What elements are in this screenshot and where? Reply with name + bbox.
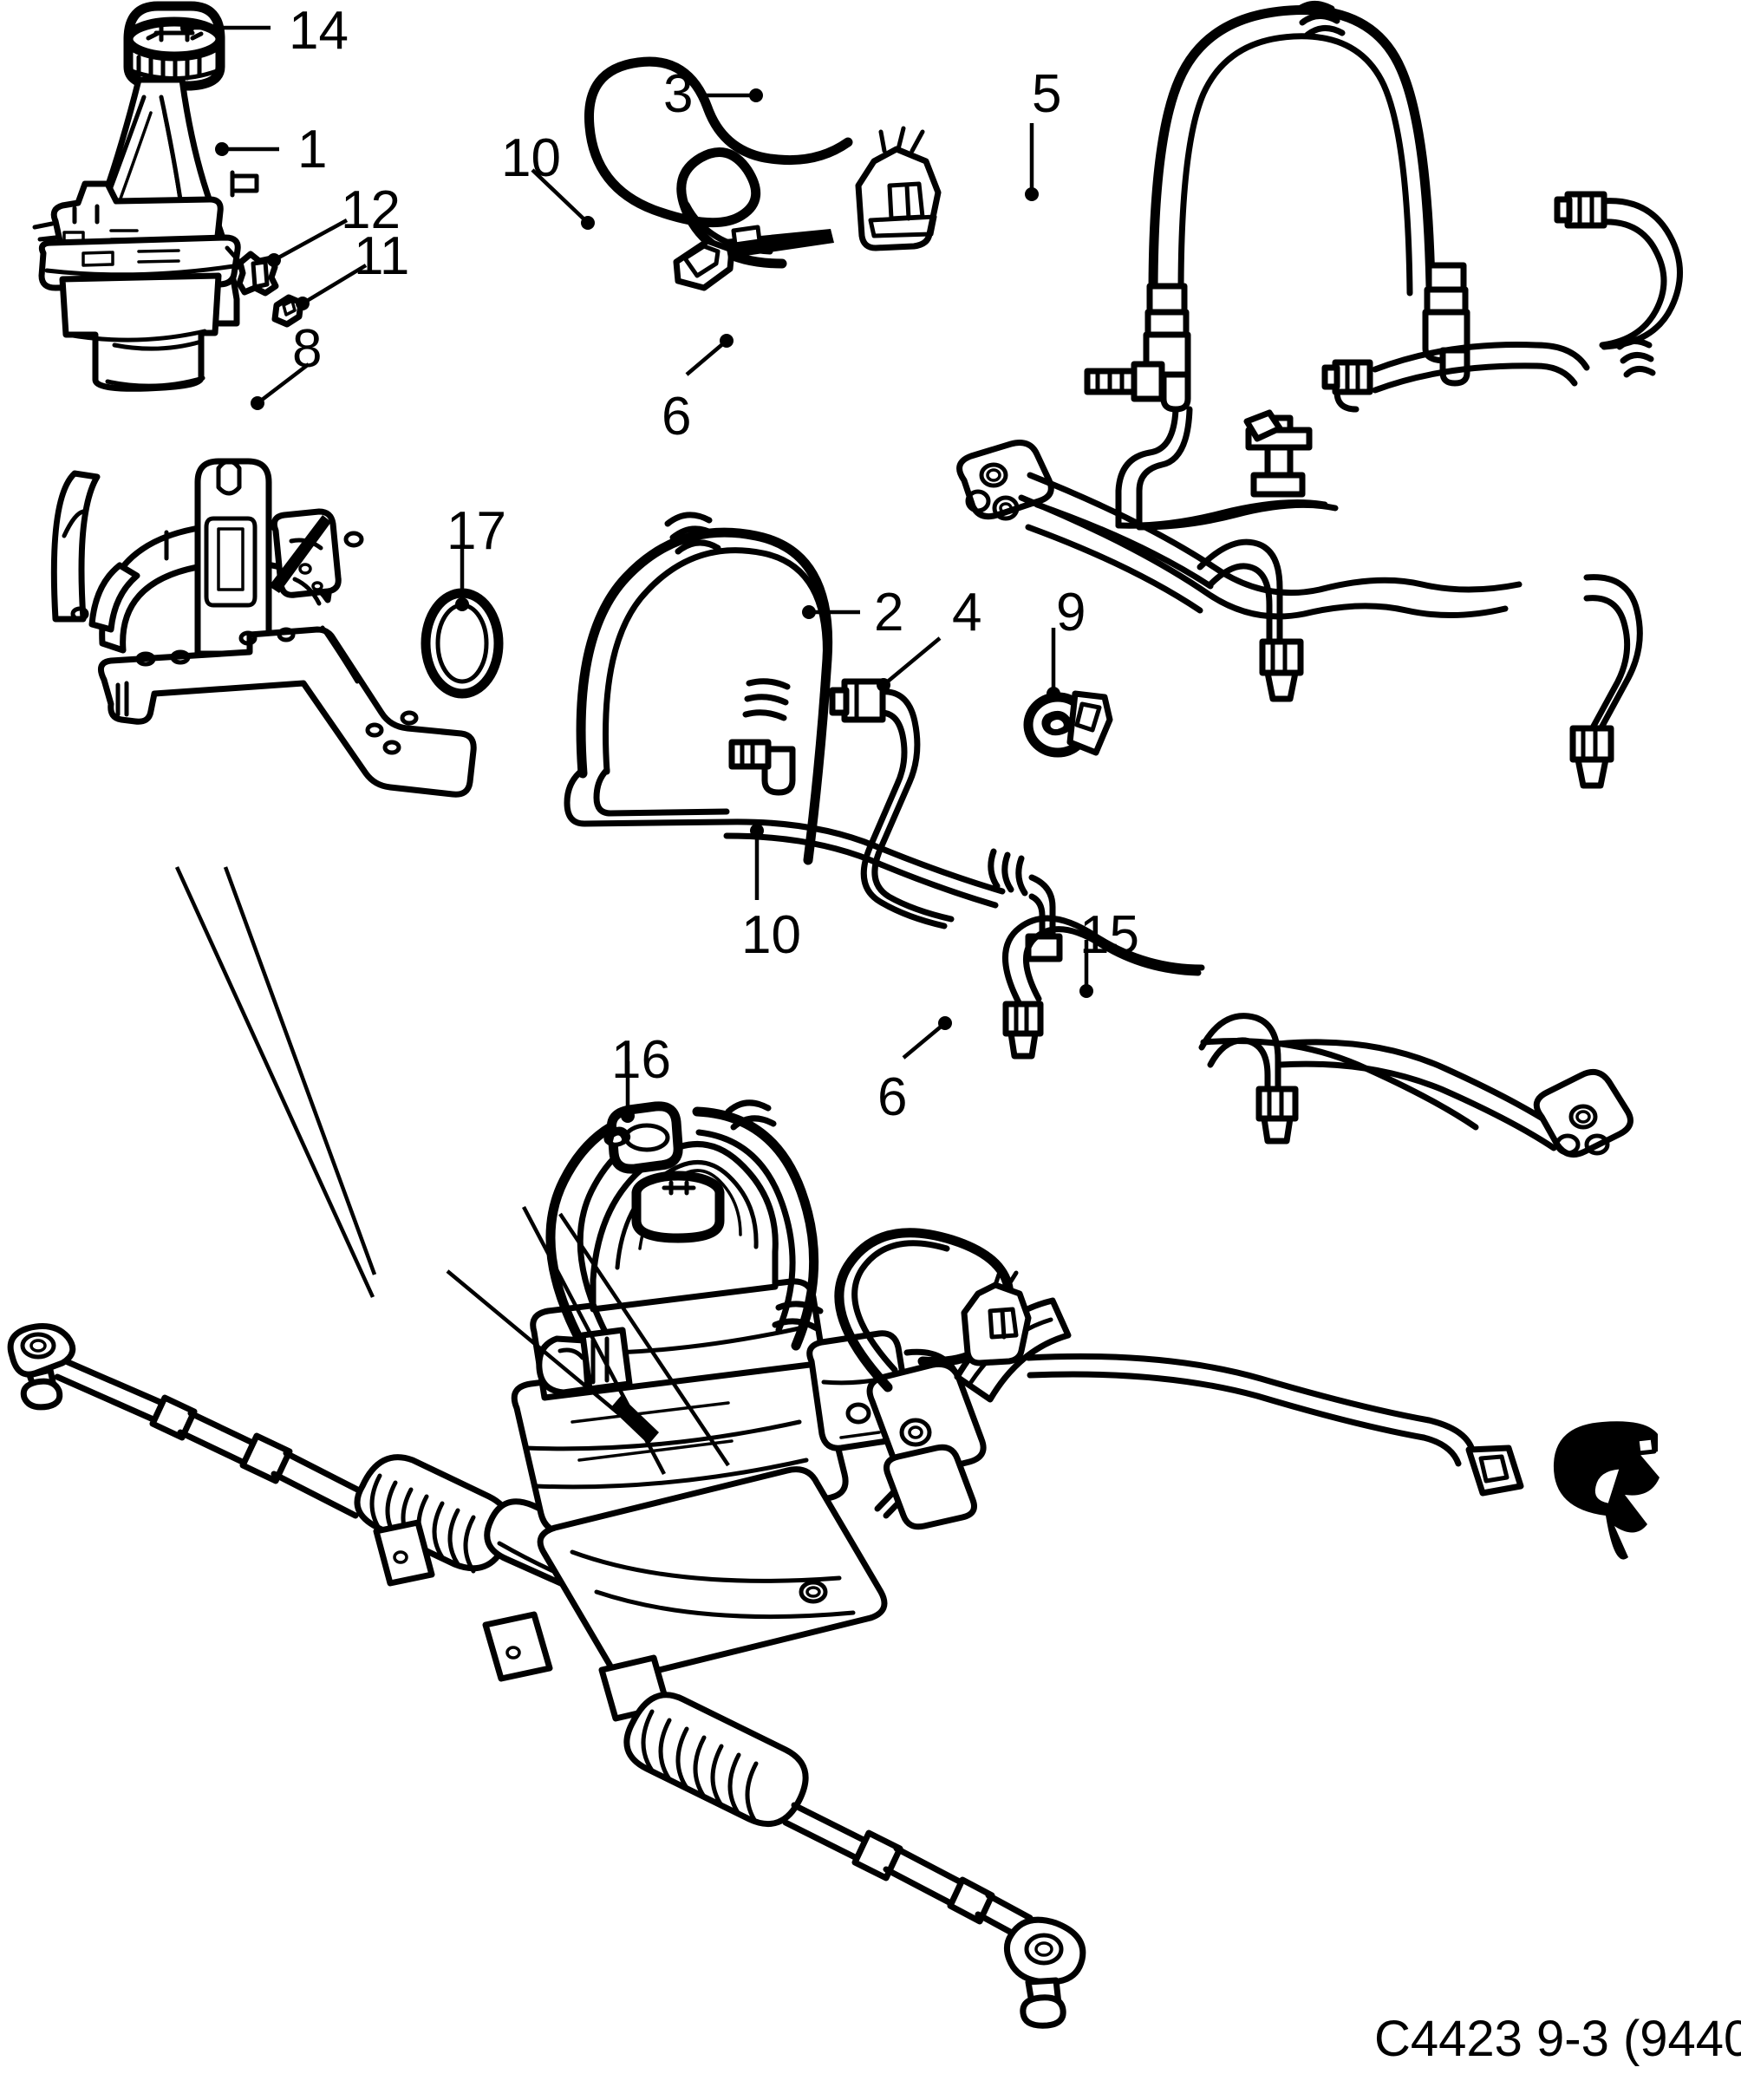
leader-15	[1079, 940, 1093, 998]
callout-label-10-lower: 10	[741, 905, 801, 965]
rack-reservoir-cap	[631, 1171, 725, 1243]
callout-label-6-lower: 6	[877, 1067, 908, 1127]
sensor-wiring-harness-lower	[834, 1228, 1524, 1497]
leader-5	[1025, 123, 1039, 201]
callout-label-12: 12	[341, 180, 401, 240]
tie-rod-end-right	[1003, 1916, 1086, 2029]
leader-9	[1047, 628, 1060, 701]
leader-17	[455, 545, 469, 611]
steering-gear-pipe-lower	[1002, 915, 1633, 1158]
hose-clamp-ring	[1023, 690, 1113, 758]
clip-retainer	[271, 294, 304, 328]
pipe6-flange-right	[1533, 1068, 1633, 1158]
pipe-fitting-5	[1554, 191, 1607, 229]
pressure-hose-3	[1084, 1, 1470, 531]
pipe-end-fitting-2	[1569, 725, 1614, 789]
pressure-hose-2	[564, 512, 1006, 909]
callout-label-10-upper: 10	[501, 128, 561, 188]
callout-label-11: 11	[354, 226, 410, 286]
hose-clamp-16	[603, 1101, 683, 1174]
callout-label-17: 17	[447, 501, 506, 561]
return-pipe-5	[1321, 191, 1683, 413]
callout-label-15: 15	[1079, 905, 1139, 965]
pipe-fitting-5b	[1321, 359, 1373, 395]
hose-2-fitting	[728, 739, 796, 796]
callout-label-4: 4	[952, 583, 982, 642]
callout-label-1: 1	[297, 120, 328, 179]
tie-rod-end-left	[7, 1323, 371, 1519]
pipe6-fitting-left	[1002, 1001, 1044, 1060]
harness-clip	[673, 225, 834, 291]
steering-bellows-right	[623, 1692, 809, 1828]
return-hose-4	[829, 678, 1063, 962]
leader-8	[251, 362, 310, 410]
harness-connector	[855, 126, 942, 251]
return-hose-fitting	[829, 678, 886, 723]
leader-4	[877, 636, 942, 692]
steering-gear-assembly	[7, 866, 1086, 2029]
callout-label-3: 3	[663, 64, 694, 124]
callout-label-8: 8	[292, 319, 323, 379]
callout-label-6-upper: 6	[662, 387, 692, 447]
pipe-retainer-clip-15	[1553, 1421, 1659, 1560]
callout-label-14: 14	[289, 1, 349, 61]
leader-11	[296, 264, 368, 310]
hose-fitting-left	[1084, 361, 1191, 413]
pipe6-fitting-mid	[1255, 1086, 1299, 1145]
diagram-caption: C4423 9-3 (9440)	[1374, 2011, 1741, 2067]
leader-6-upper	[685, 334, 734, 376]
lower-harness-connector	[961, 1267, 1032, 1366]
leader-12	[267, 218, 349, 267]
leader-14	[180, 21, 271, 35]
check-valve	[236, 251, 279, 297]
pipe-bracket-a	[1245, 414, 1313, 498]
callout-label-16: 16	[611, 1030, 671, 1090]
leader-16	[621, 1061, 635, 1123]
pipe-bracket-b	[1243, 409, 1283, 442]
callout-label-9: 9	[1056, 583, 1086, 642]
lower-harness-end-connector	[1465, 1445, 1524, 1497]
leader-3	[706, 88, 763, 102]
callout-label-2: 2	[874, 583, 904, 642]
leader-2	[802, 605, 860, 619]
hose-fitting-right	[1439, 347, 1470, 387]
power-steering-pump-group	[32, 1, 259, 392]
leader-1	[215, 142, 279, 156]
steering-gear-pipe-upper	[956, 440, 1643, 789]
pump-mounting-bracket	[50, 458, 477, 798]
leader-10-upper	[531, 168, 595, 230]
sensor-wiring-harness-upper	[584, 56, 942, 291]
callout-label-5: 5	[1032, 64, 1062, 124]
leader-10-lower	[750, 824, 764, 900]
leader-6-lower	[902, 1016, 952, 1060]
reservoir-cap	[123, 1, 225, 91]
pipe-end-fitting-1	[1259, 638, 1304, 702]
